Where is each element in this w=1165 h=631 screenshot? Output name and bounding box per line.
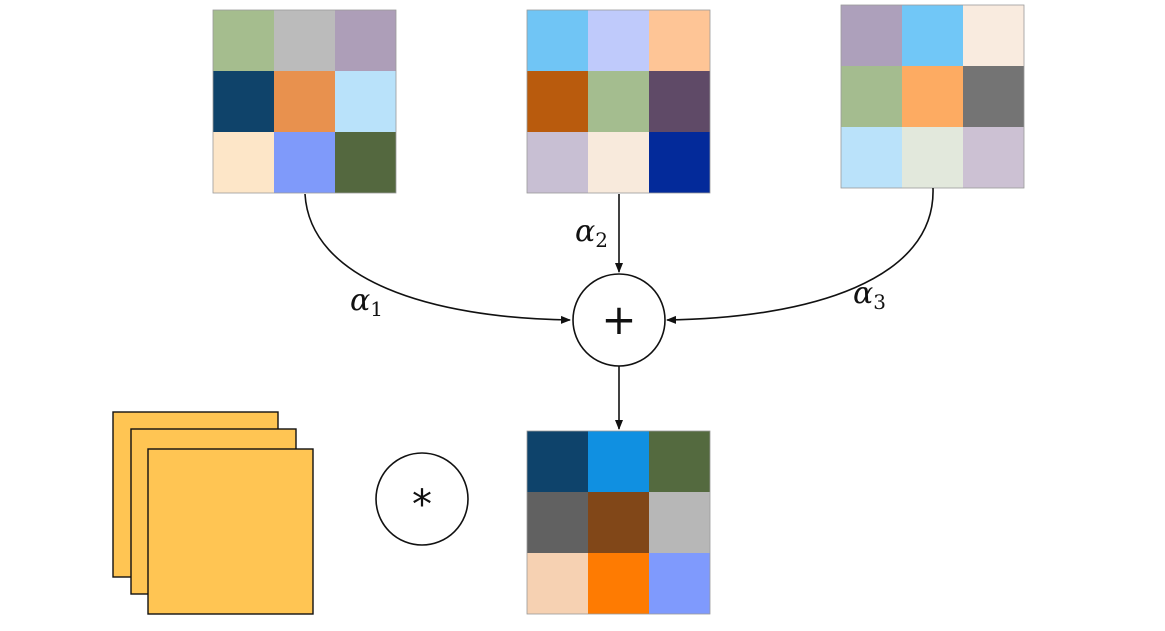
kernel-3-cell-9 bbox=[963, 127, 1024, 188]
kernel-2-cell-7 bbox=[527, 132, 588, 193]
kernel-1-border bbox=[212, 9, 397, 194]
feature-map-stack bbox=[112, 411, 314, 615]
output-kernel-cell-4 bbox=[527, 492, 588, 553]
output-kernel-cell-1 bbox=[527, 431, 588, 492]
weight-label-1: α1 bbox=[350, 283, 383, 321]
weight-label-1-sub: 1 bbox=[370, 297, 383, 321]
kernel-1-grid bbox=[212, 9, 397, 194]
weight-label-1-base: α bbox=[350, 283, 370, 318]
kernel-2-cell-8 bbox=[588, 132, 649, 193]
weight-label-3: α3 bbox=[853, 276, 886, 314]
kernel-1-cell-5 bbox=[274, 71, 335, 132]
sum-operator-circle bbox=[572, 273, 666, 367]
kernel-3-border bbox=[840, 4, 1025, 189]
output-kernel-cell-9 bbox=[649, 553, 710, 614]
kernel-1-cell-1 bbox=[213, 10, 274, 71]
output-kernel-cell-6 bbox=[649, 492, 710, 553]
weight-label-3-sub: 3 bbox=[873, 290, 886, 314]
kernel-3-cell-5 bbox=[902, 66, 963, 127]
kernel-3-cell-4 bbox=[841, 66, 902, 127]
kernel-3-cell-6 bbox=[963, 66, 1024, 127]
kernel-1-cell-9 bbox=[335, 132, 396, 193]
kernel-2-cell-4 bbox=[527, 71, 588, 132]
feature-map-front bbox=[147, 448, 314, 615]
output-kernel-cell-8 bbox=[588, 553, 649, 614]
kernel-1-cell-7 bbox=[213, 132, 274, 193]
output-kernel-cell-3 bbox=[649, 431, 710, 492]
kernel-2-grid bbox=[526, 9, 711, 194]
arrow-kernel-3-to-sum bbox=[666, 187, 934, 324]
kernel-3-cell-1 bbox=[841, 5, 902, 66]
weight-label-3-base: α bbox=[853, 276, 873, 311]
conv-operator-symbol: * bbox=[412, 482, 432, 528]
arrow-kernel-1-to-sum bbox=[304, 193, 571, 324]
weight-label-2-base: α bbox=[575, 214, 595, 249]
kernel-3-cell-7 bbox=[841, 127, 902, 188]
conv-operator-circle bbox=[375, 452, 469, 546]
kernel-3-grid bbox=[840, 4, 1025, 189]
kernel-1-cell-4 bbox=[213, 71, 274, 132]
weight-label-2: α2 bbox=[575, 214, 608, 252]
kernel-2-cell-6 bbox=[649, 71, 710, 132]
output-kernel-cell-7 bbox=[527, 553, 588, 614]
weight-label-2-sub: 2 bbox=[595, 228, 608, 252]
kernel-3-cell-3 bbox=[963, 5, 1024, 66]
output-kernel-border bbox=[526, 430, 711, 615]
output-kernel-cell-2 bbox=[588, 431, 649, 492]
kernel-1-cell-3 bbox=[335, 10, 396, 71]
sum-operator-symbol: + bbox=[601, 295, 636, 344]
kernel-1-cell-8 bbox=[274, 132, 335, 193]
kernel-2-cell-9 bbox=[649, 132, 710, 193]
kernel-2-cell-5 bbox=[588, 71, 649, 132]
kernel-3-cell-2 bbox=[902, 5, 963, 66]
output-kernel-grid bbox=[526, 430, 711, 615]
kernel-3-cell-8 bbox=[902, 127, 963, 188]
output-kernel-cell-5 bbox=[588, 492, 649, 553]
kernel-2-border bbox=[526, 9, 711, 194]
kernel-1-cell-2 bbox=[274, 10, 335, 71]
kernel-2-cell-1 bbox=[527, 10, 588, 71]
kernel-2-cell-3 bbox=[649, 10, 710, 71]
kernel-2-cell-2 bbox=[588, 10, 649, 71]
kernel-1-cell-6 bbox=[335, 71, 396, 132]
